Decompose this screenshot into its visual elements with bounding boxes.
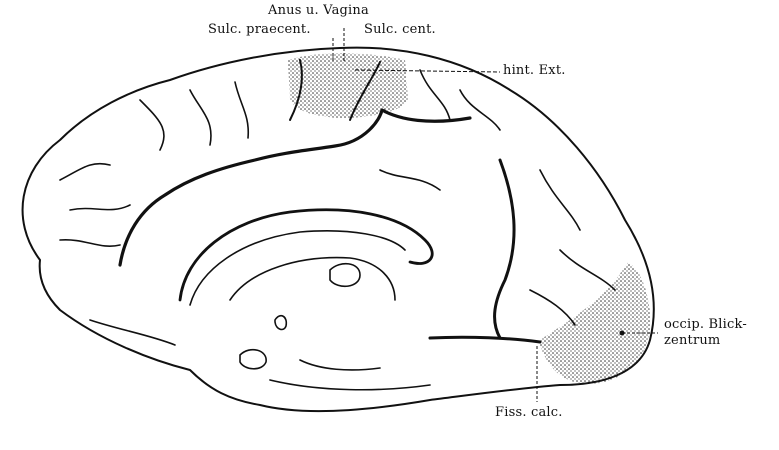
cingulate-sulcus [120,110,470,265]
label-anus-vagina: Anus u. Vagina [268,4,369,19]
label-occip-blickzentrum-2: zentrum [664,334,720,349]
fornix-line [230,258,395,300]
parieto-occipital-fissure [495,160,515,338]
inner-oval-3 [275,316,286,330]
gyrus-frontal-2 [140,82,248,150]
calcarine-fissure [430,337,540,342]
label-occip-blickzentrum-1: occip. Blick- [664,318,747,333]
paracentral-stipple-area [288,53,408,118]
inner-oval-2 [240,350,266,369]
inner-oval-1 [330,264,360,287]
label-fiss-calc: Fiss. calc. [495,406,563,421]
callosal-sulcus [180,210,432,300]
marker-occip [620,331,625,336]
label-sulc-praecent: Sulc. praecent. [208,23,311,38]
gyrus-frontal-1 [60,164,130,247]
label-hint-ext: hint. Ext. [503,64,566,79]
corpus-callosum-inner [190,231,405,305]
label-sulc-cent: Sulc. cent. [364,23,436,38]
